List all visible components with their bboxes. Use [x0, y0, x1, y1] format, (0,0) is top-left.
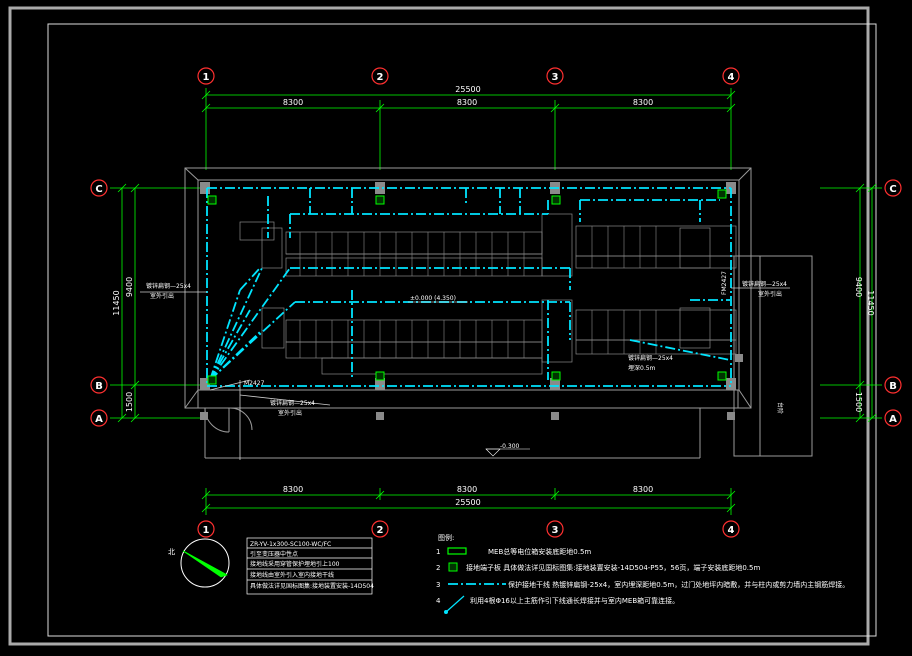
outer-frame [8, 6, 870, 646]
svg-text:A: A [95, 414, 103, 425]
left-conductor-sublabel: 室外引出 [150, 292, 174, 300]
svg-text:B: B [95, 381, 103, 392]
right-step-label: 台阶 [776, 402, 784, 414]
grid-bubble-top-2: 2 [371, 67, 389, 85]
interior-layout [239, 213, 737, 375]
svg-text:接地端子板 具体做法详见国标图集:接地装置安装-14D5: 接地端子板 具体做法详见国标图集:接地装置安装-14D504-P55，56页，端… [466, 563, 760, 572]
left-dimensions [110, 183, 200, 423]
grid-bubble-bottom-4: 4 [722, 520, 740, 538]
svg-text:3: 3 [436, 581, 440, 589]
dim-top-span-3: 8300 [633, 98, 653, 107]
north-arrow [180, 538, 230, 588]
panel-bottom-label: M2427 [244, 380, 265, 387]
top-dimensions [201, 88, 736, 170]
dim-top-span-1: 8300 [283, 98, 303, 107]
svg-text:4: 4 [728, 525, 735, 536]
grid-bubble-bottom-3: 3 [546, 520, 564, 538]
svg-text:B: B [889, 381, 897, 392]
notes-line-3: 接地线采用穿管保护埋地引上100 [250, 560, 340, 568]
svg-text:1: 1 [203, 525, 210, 536]
legend-title: 图例: [438, 533, 454, 542]
grid-bubble-left-a: A [90, 409, 108, 427]
svg-text:3: 3 [552, 525, 559, 536]
dim-bottom-span-2: 8300 [457, 485, 477, 494]
stair-treads [299, 226, 657, 358]
dim-right-span-bc: 9400 [854, 277, 863, 297]
outside-leads [140, 287, 790, 460]
svg-text:2: 2 [436, 564, 440, 572]
svg-text:利用4根Φ16以上主筋作引下线通长焊接并与室内MEB箱可靠连: 利用4根Φ16以上主筋作引下线通长焊接并与室内MEB箱可靠连接。 [470, 596, 679, 605]
legend-item-3: 3 保护接地干线 热镀锌扁钢-25x4，室内埋深距地0.5m，过门处地坪内暗敷，… [436, 580, 849, 589]
svg-text:4: 4 [436, 597, 441, 605]
grid-bubble-left-c: C [90, 179, 108, 197]
dim-bottom-span-3: 8300 [633, 485, 653, 494]
right-dimensions [820, 183, 882, 423]
grid-bubble-top-3: 3 [546, 67, 564, 85]
right-conductor-label: 镀锌扁钢—25x4 [742, 280, 787, 288]
ground-conductor-lines [206, 187, 732, 387]
dim-bottom-span-1: 8300 [283, 485, 303, 494]
grid-bubble-right-b: B [884, 376, 902, 394]
svg-text:1: 1 [203, 72, 210, 83]
dim-left-overall: 11450 [112, 290, 121, 315]
grid-bubble-bottom-2: 2 [371, 520, 389, 538]
legend-item-1: 1 MEB总等电位箱安装底距地0.5m [436, 547, 591, 556]
center-elevation-label: ±0.000 (4.350) [410, 295, 456, 302]
notes-line-2: 引至变压器中性点 [250, 550, 298, 558]
structural-columns [200, 182, 743, 420]
dim-left-span-ab: 1500 [125, 392, 134, 412]
dim-top-total: 25500 [455, 85, 480, 94]
bottom-dimensions [201, 488, 736, 515]
svg-text:1: 1 [436, 548, 440, 556]
building-walls [184, 167, 813, 459]
svg-text:2: 2 [377, 525, 384, 536]
center-right-conductor-label: 镀锌扁钢—25x4 [628, 354, 673, 362]
legend-item-2: 2 接地端子板 具体做法详见国标图集:接地装置安装-14D504-P55，56页… [436, 562, 760, 572]
svg-text:3: 3 [552, 72, 559, 83]
bottom-conductor-label: 镀锌扁钢—25x4 [270, 399, 315, 407]
outside-elevation-label: -0.300 [500, 443, 520, 450]
dim-right-span-ab: 1500 [854, 392, 863, 412]
dim-bottom-total: 25500 [455, 498, 480, 507]
notes-line-4: 接地线由室外引入室内接地干线 [250, 571, 334, 579]
dim-right-overall: 11450 [866, 290, 875, 315]
notes-box [246, 537, 373, 595]
dim-left-span-bc: 9400 [125, 277, 134, 297]
elevation-triangle [485, 448, 501, 457]
grid-bubble-right-c: C [884, 179, 902, 197]
left-conductor-label: 镀锌扁钢—25x4 [146, 282, 191, 290]
svg-text:C: C [889, 184, 896, 195]
right-conductor-sublabel: 室外引出 [758, 290, 782, 298]
panel-right-label: FM2427 [721, 271, 728, 295]
svg-text:保护接地干线 热镀锌扁钢-25x4，室内埋深距地0.5m，: 保护接地干线 热镀锌扁钢-25x4，室内埋深距地0.5m，过门处地坪内暗敷，并与… [508, 580, 849, 589]
svg-text:MEB总等电位箱安装底距地0.5m: MEB总等电位箱安装底距地0.5m [488, 547, 591, 556]
grid-bubble-left-b: B [90, 376, 108, 394]
terminal-boxes [207, 189, 727, 385]
notes-line-1: ZR-YV-1x300-SC100-WC/FC [250, 541, 331, 548]
legend-item-4: 4 利用4根Φ16以上主筋作引下线通长焊接并与室内MEB箱可靠连接。 [436, 595, 679, 614]
grid-bubble-top-1: 1 [197, 67, 215, 85]
grid-bubble-bottom-1: 1 [197, 520, 215, 538]
bottom-conductor-sublabel: 室外引出 [278, 409, 302, 417]
svg-text:4: 4 [728, 72, 735, 83]
svg-text:2: 2 [377, 72, 384, 83]
grid-bubble-top-4: 4 [722, 67, 740, 85]
inner-frame [47, 23, 877, 637]
svg-text:A: A [889, 414, 897, 425]
center-right-depth-label: 埋深0.5m [628, 364, 656, 372]
notes-line-5: 具体做法详见国标图集:接地装置安装-14D504 [250, 582, 374, 590]
dim-top-span-2: 8300 [457, 98, 477, 107]
svg-text:C: C [95, 184, 102, 195]
grid-bubble-right-a: A [884, 409, 902, 427]
north-label: 北 [168, 548, 175, 556]
